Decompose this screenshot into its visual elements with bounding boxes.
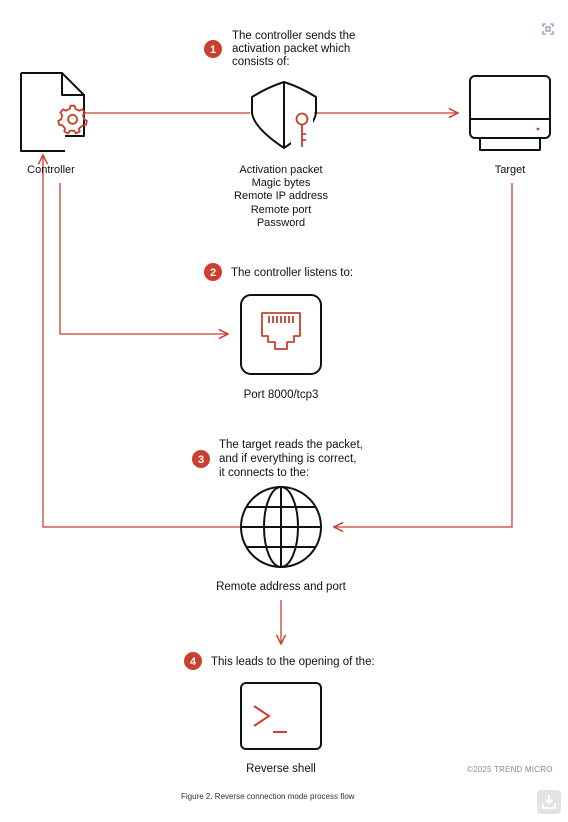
- svg-text:The target reads the packet,: The target reads the packet,: [219, 439, 363, 451]
- terminal-icon: [240, 682, 322, 750]
- figure-caption: Figure 2. Reverse connection mode proces…: [181, 792, 355, 801]
- copyright-notice: ©2025 TREND MICRO: [467, 765, 553, 774]
- controller-label: Controller: [27, 164, 75, 176]
- step-3-text: The target reads the packet, and if ever…: [219, 439, 363, 479]
- svg-text:consists of:: consists of:: [232, 56, 290, 68]
- svg-text:The controller sends the: The controller sends the: [232, 30, 355, 42]
- step-2-text: The controller listens to:: [231, 267, 353, 279]
- step-4-text: This leads to the opening of the:: [211, 656, 375, 668]
- connectors: [43, 113, 513, 644]
- svg-text:4: 4: [190, 656, 197, 668]
- step-1-text: The controller sends the activation pack…: [232, 30, 355, 68]
- packet-contents: Activation packet Magic bytes Remote IP …: [234, 164, 328, 229]
- step-2-badge: 2: [204, 263, 222, 281]
- svg-text:Activation packet: Activation packet: [239, 164, 322, 176]
- download-icon: [542, 795, 556, 809]
- download-button[interactable]: [537, 790, 561, 814]
- expand-button[interactable]: [538, 19, 558, 39]
- remote-label: Remote address and port: [216, 581, 347, 593]
- monitor-icon: [469, 75, 551, 151]
- svg-text:Remote IP address: Remote IP address: [234, 190, 328, 202]
- arrow-target-to-remote: [334, 183, 513, 527]
- svg-text:The controller listens to:: The controller listens to:: [231, 267, 353, 279]
- ethernet-port-icon: [240, 294, 322, 375]
- arrow-controller-to-port: [59, 183, 228, 334]
- svg-text:3: 3: [198, 454, 204, 466]
- svg-text:1: 1: [210, 44, 216, 56]
- step-3-badge: 3: [192, 450, 210, 468]
- step-1-badge: 1: [204, 40, 222, 58]
- document-gear-icon: [20, 72, 88, 152]
- svg-text:and if everything is correct,: and if everything is correct,: [219, 453, 356, 465]
- svg-text:Remote port: Remote port: [251, 204, 312, 216]
- svg-text:Magic bytes: Magic bytes: [252, 177, 311, 189]
- shield-key-icon: [251, 81, 317, 152]
- svg-text:it connects to the:: it connects to the:: [219, 467, 309, 479]
- port-label: Port 8000/tcp3: [244, 389, 319, 401]
- svg-text:Password: Password: [257, 217, 305, 229]
- arrow-remote-to-controller: [43, 155, 240, 528]
- svg-text:2: 2: [210, 267, 216, 279]
- svg-text:This leads to the opening of t: This leads to the opening of the:: [211, 656, 375, 668]
- globe-icon: [240, 486, 322, 568]
- expand-icon: [542, 23, 554, 35]
- target-label: Target: [495, 164, 526, 176]
- shell-label: Reverse shell: [246, 763, 316, 775]
- step-4-badge: 4: [184, 652, 202, 670]
- svg-text:activation packet which: activation packet which: [232, 43, 350, 55]
